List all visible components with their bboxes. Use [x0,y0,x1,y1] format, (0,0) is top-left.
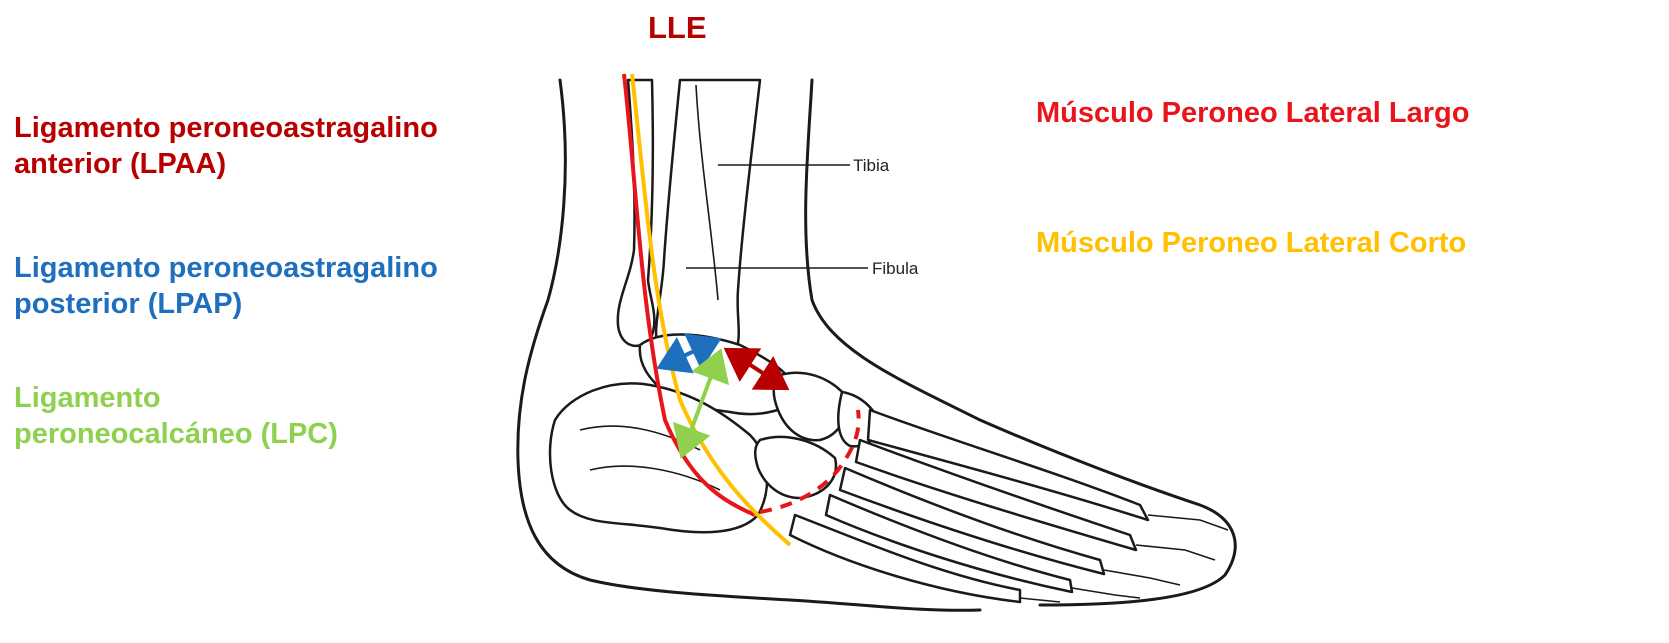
peroneus-brevis-label: Músculo Peroneo Lateral Corto [1036,225,1466,261]
tibia-bone [656,80,760,365]
lpc-label: Ligamento peroneocalcáneo (LPC) [14,380,338,452]
tibia-label: Tibia [853,156,890,175]
lpap-label: Ligamento peroneoastragalino posterior (… [14,250,438,322]
lpap-label-line2: posterior (LPAP) [14,286,438,322]
lpaa-label: Ligamento peroneoastragalino anterior (L… [14,110,438,182]
lpaa-label-line1: Ligamento peroneoastragalino [14,110,438,146]
lle-title: LLE [648,10,707,46]
lpap-label-line1: Ligamento peroneoastragalino [14,250,438,286]
lpaa-label-line2: anterior (LPAA) [14,146,438,182]
fibula-label: Fibula [872,259,919,278]
navicular-bone [774,373,847,440]
lpc-label-line2: peroneocalcáneo (LPC) [14,416,338,452]
peroneus-longus-label: Músculo Peroneo Lateral Largo [1036,95,1469,131]
lpc-label-line1: Ligamento [14,380,338,416]
